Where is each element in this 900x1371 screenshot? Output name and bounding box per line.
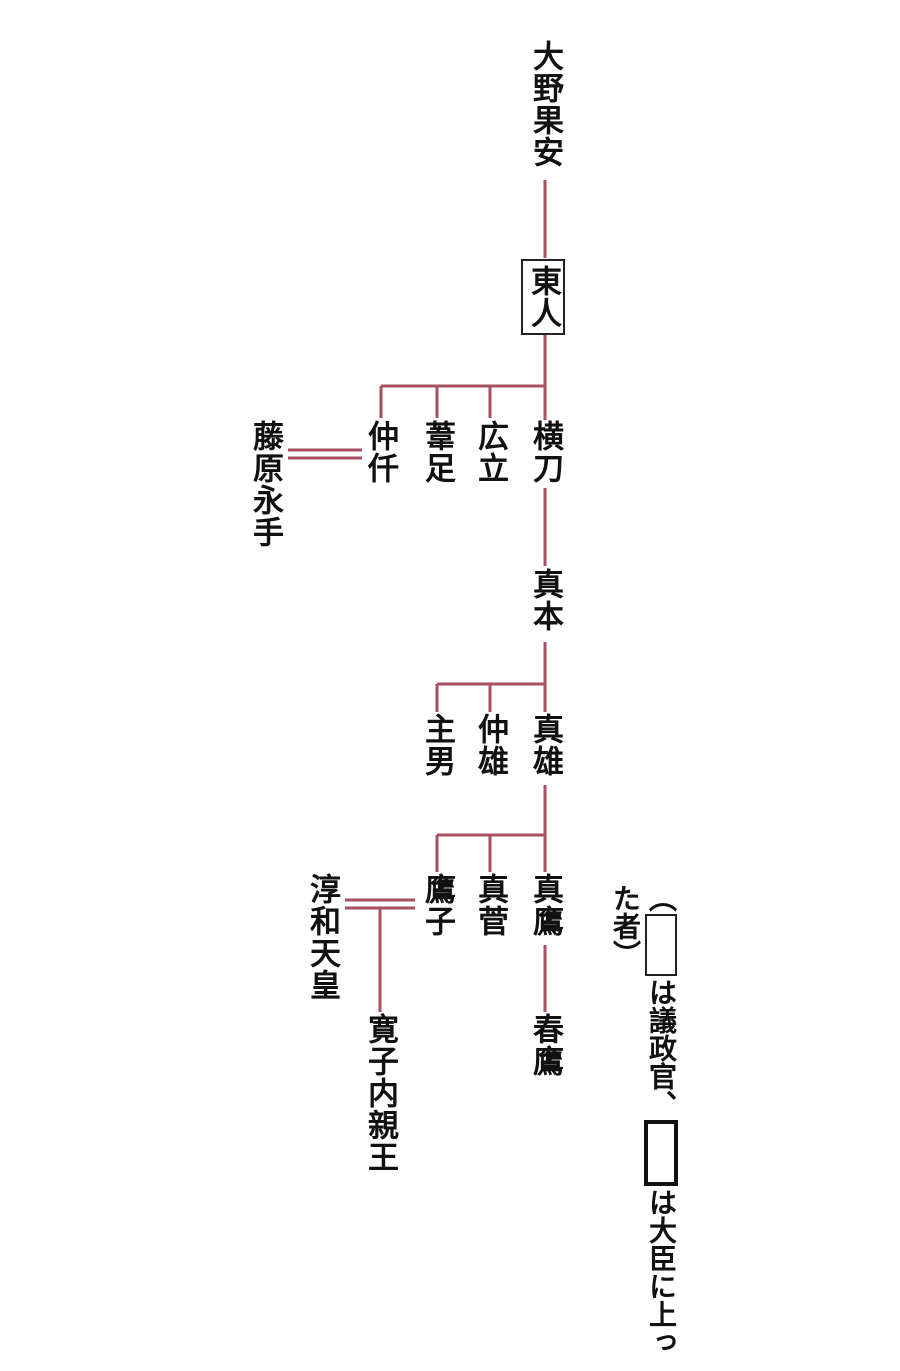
person-masuge: 真菅 — [472, 873, 508, 937]
person-mataka: 真鷹 — [527, 873, 563, 937]
person-takako: 鷹子 — [419, 873, 455, 937]
legend-thick-box-icon — [644, 1120, 678, 1186]
person-mao: 真雄 — [527, 713, 563, 777]
person-fujiwara-nagate: 藤原永手 — [247, 420, 283, 548]
person-ashitari: 葦足 — [419, 420, 455, 484]
legend-text-councillor: は議政官、 — [645, 978, 678, 1118]
person-azumahito: 東人 — [521, 259, 565, 335]
person-nakachi: 仲仟 — [362, 420, 398, 484]
legend-text-minister: は大臣に上った者 — [609, 884, 678, 1356]
person-hirotachi: 広立 — [472, 420, 508, 484]
person-ono-hatayasu: 大野果安 — [527, 40, 563, 168]
person-hiroko-naishinno: 寛子内親王 — [362, 1013, 398, 1173]
person-junna-tenno: 淳和天皇 — [304, 873, 340, 1001]
person-mamoto: 真本 — [527, 568, 563, 632]
legend-close-paren: ） — [609, 940, 642, 968]
person-yokohaki: 横刀 — [527, 420, 563, 484]
person-haretaka: 春鷹 — [527, 1013, 563, 1077]
person-nushio: 主男 — [419, 713, 455, 777]
person-nakao: 仲雄 — [472, 713, 508, 777]
legend-open-paren: （ — [645, 884, 678, 912]
legend-thin-box-icon — [645, 914, 677, 976]
legend: （ は議政官、は大臣に上った者） — [607, 884, 679, 1371]
